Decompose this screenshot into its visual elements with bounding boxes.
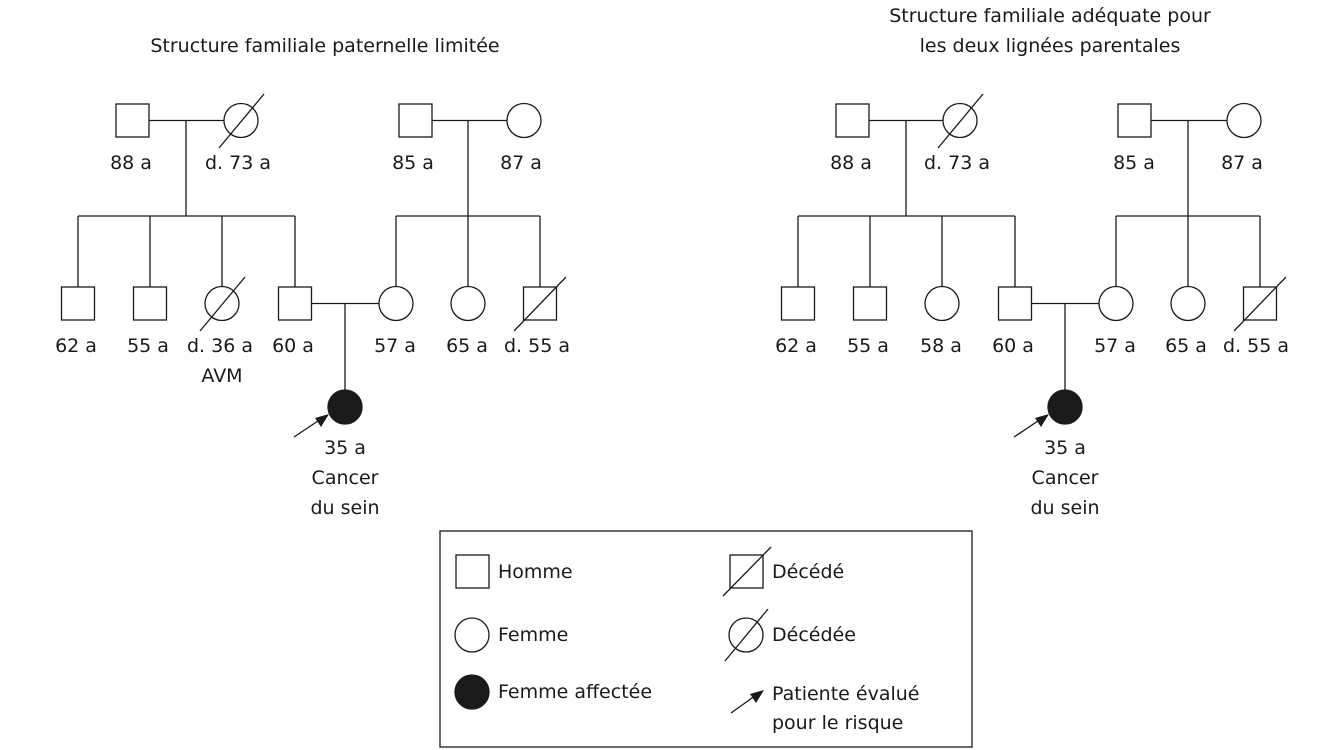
right-child1-symbol [780,286,816,321]
left-grandmother-paternal-symbol [223,102,259,139]
right-proband-diagnosis-line2: du sein [1030,497,1099,519]
left-title: Structure familiale paternelle limitée [150,35,499,57]
left-child5-label: 57 a [374,335,416,357]
left-child5-symbol [378,285,414,322]
left-paternal-grandparents: 88 a d. 73 a [110,93,271,216]
legend-deceased-female-label: Décédée [772,624,856,646]
left-grandmother-paternal-label: d. 73 a [205,152,271,174]
left-proband-age: 35 a [324,437,366,459]
left-proband-diagnosis-line1: Cancer [312,467,379,489]
legend-deceased-male-slash [722,546,772,597]
legend-deceased-female-slash [724,608,769,662]
right-child3-label: 58 a [920,335,962,357]
left-proband-symbol [327,389,363,425]
right-child4-label: 60 a [992,335,1034,357]
left-grandfather-maternal-label: 85 a [392,152,434,174]
right-child6-label: 65 a [1165,335,1207,357]
right-child6-symbol [1170,285,1206,322]
left-child3-deceased-slash [199,276,246,332]
legend-box [439,530,973,748]
right-grandmother-paternal-label: d. 73 a [924,152,990,174]
right-grandmother-paternal-deceased-slash [937,93,984,149]
legend-proband-label-line1: Patiente évalué [772,683,919,705]
left-grandfather-paternal-symbol [115,103,150,138]
right-pedigree: 88 a d. 73 a 85 a 87 a [775,93,1289,519]
left-child3-label: d. 36 a [187,335,253,357]
right-child1-label: 62 a [775,335,817,357]
right-proband-arrow-icon [1013,414,1049,438]
right-title-line2: les deux lignées parentales [920,35,1181,57]
right-child7-deceased-slash [1233,276,1287,332]
left-child1-symbol [60,286,96,321]
right-child5-label: 57 a [1094,335,1136,357]
right-title-line1: Structure familiale adéquate pour [889,5,1211,27]
left-proband-diagnosis-line2: du sein [310,497,379,519]
left-child7-label: d. 55 a [504,335,570,357]
left-child6-symbol [450,285,486,322]
right-child5-symbol [1098,285,1134,322]
left-grandmother-paternal-deceased-slash [218,93,265,149]
left-child3-symbol [204,285,240,322]
left-child7-deceased-slash [513,276,567,332]
right-grandmother-maternal-symbol [1226,102,1262,139]
left-proband-arrow-icon [293,414,329,438]
legend: Homme Décédé Femme Décédée Femme affecté… [439,530,973,748]
left-grandmother-maternal-label: 87 a [500,152,542,174]
right-proband-symbol [1047,389,1083,425]
left-child4-symbol [277,286,313,321]
left-child6-label: 65 a [446,335,488,357]
legend-affected-female-symbol [454,674,490,710]
right-paternal-grandparents: 88 a d. 73 a [830,93,990,216]
right-child7-label: d. 55 a [1223,335,1289,357]
legend-affected-female-label: Femme affectée [498,681,652,703]
right-grandmother-paternal-symbol [942,102,978,139]
left-child2-label: 55 a [127,335,169,357]
right-grandfather-maternal-label: 85 a [1113,152,1155,174]
right-maternal-grandparents: 85 a 87 a [1113,102,1263,216]
legend-proband-label-line2: pour le risque [772,712,903,734]
left-grandfather-paternal-label: 88 a [110,152,152,174]
legend-male-symbol [455,554,490,589]
right-proband-diagnosis-line1: Cancer [1032,467,1099,489]
left-child4-label: 60 a [272,335,314,357]
right-child3-symbol [924,285,960,322]
left-maternal-grandparents: 85 a 87 a [392,102,542,216]
legend-female-label: Femme [498,624,568,646]
right-child2-symbol [852,286,888,321]
left-child2-symbol [132,286,168,321]
legend-deceased-male-label: Décédé [772,561,844,583]
left-pedigree: 88 a d. 73 a 85 a 87 a [55,93,570,519]
legend-proband-arrow-icon [730,690,764,714]
left-grandfather-maternal-symbol [398,103,433,138]
right-grandfather-paternal-label: 88 a [830,152,872,174]
left-child1-label: 62 a [55,335,97,357]
legend-male-label: Homme [498,561,573,583]
right-proband-age: 35 a [1044,437,1086,459]
right-grandmother-maternal-label: 87 a [1221,152,1263,174]
right-child2-label: 55 a [847,335,889,357]
left-child3-cause-label: AVM [201,365,242,387]
right-grandfather-maternal-symbol [1117,103,1152,138]
right-grandfather-paternal-symbol [835,103,870,138]
right-child4-symbol [997,286,1033,321]
left-grandmother-maternal-symbol [506,102,542,139]
legend-female-symbol [454,617,490,653]
